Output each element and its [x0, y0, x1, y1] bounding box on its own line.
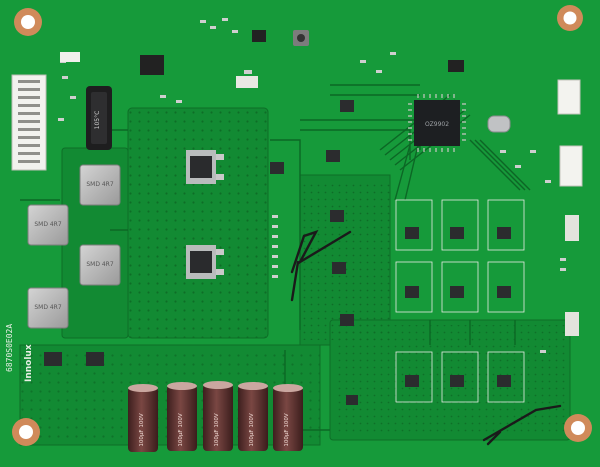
mini-connector-2: [236, 76, 258, 88]
capacitor-4: [238, 382, 268, 451]
via-field-center: [300, 180, 390, 340]
capacitor-2: [167, 382, 197, 451]
black-capacitor-top: 105°C: [86, 86, 112, 150]
svg-text:105°C: 105°C: [94, 111, 101, 130]
inductor-1: SMD 4R7: [79, 164, 121, 206]
marker-stroke-center: [290, 260, 300, 302]
left-connector: [11, 74, 47, 171]
electrolytic-capacitors: 100μF 100V 100μF 100V 100μF 100V 100μF 1…: [128, 381, 303, 452]
small-ic-top: [140, 55, 164, 75]
crystal-oscillator: [487, 115, 511, 133]
inductor-label-3: SMD 4R7: [86, 261, 113, 268]
model-code-label: 6870S0E02A: [5, 324, 14, 372]
inductor-2: SMD 4R7: [27, 204, 69, 246]
marker-annotations: [290, 229, 562, 446]
inductors: SMD 4R7 SMD 4R7 SMD 4R7 SMD 4R7: [27, 164, 121, 329]
inductor-label-2: SMD 4R7: [34, 221, 61, 228]
ic-marking: OZ9902: [425, 121, 449, 128]
inductor-3: SMD 4R7: [79, 244, 121, 286]
inductor-label-4: SMD 4R7: [34, 304, 61, 311]
small-ic-2: [252, 30, 266, 42]
marker-arrow-center: [290, 229, 352, 274]
capacitor-label-1: 100μF 100V: [139, 413, 145, 446]
inductor-4: SMD 4R7: [27, 287, 69, 329]
capacitor-label-4: 100μF 100V: [249, 413, 255, 446]
capacitor-1: [128, 384, 158, 452]
mosfets-large: [186, 150, 224, 279]
controller-ic: OZ9902: [408, 94, 466, 152]
smd-chips: [44, 100, 511, 405]
capacitor-3: [203, 381, 233, 451]
inductor-label-1: SMD 4R7: [86, 181, 113, 188]
marker-arrowhead-bottom-right: [486, 430, 502, 446]
capacitor-5: [273, 384, 303, 451]
capacitor-label-5: 100μF 100V: [284, 413, 290, 446]
via-field-left: [128, 108, 268, 338]
marker-arrow-bottom-right: [482, 404, 562, 442]
capacitor-label-3: 100μF 100V: [214, 413, 220, 446]
small-ic-3: [448, 60, 464, 72]
mounting-holes: [12, 5, 592, 446]
capacitor-label-2: 100μF 100V: [178, 413, 184, 446]
driver-blocks: [395, 199, 525, 403]
brand-label: Innolux: [24, 344, 34, 382]
right-connectors: [557, 79, 583, 336]
mini-connector-1: [60, 52, 80, 62]
